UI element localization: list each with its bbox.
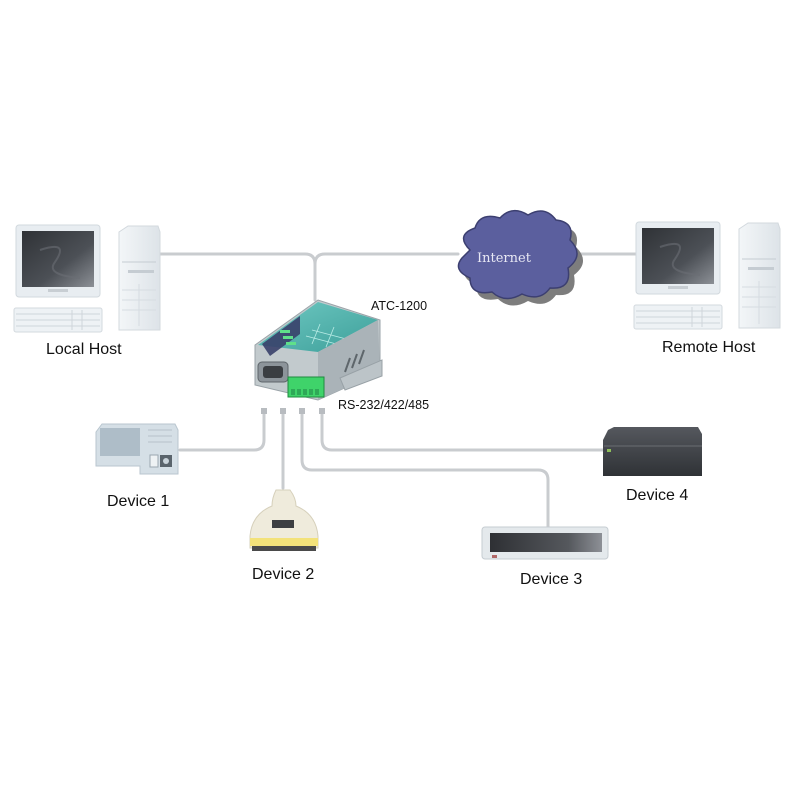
local-host-label: Local Host [46,341,122,358]
cable-device-3 [300,410,550,529]
cable-internet [313,252,460,266]
device-4-label: Device 4 [626,487,689,504]
remote-host-icon [633,221,781,330]
device-3-label: Device 3 [520,571,583,588]
cable-local-host [158,252,317,302]
device-2-label: Device 2 [252,566,315,583]
converter-atc1200-icon [254,299,383,401]
converter-model-label: ATC-1200 [371,299,428,313]
device-3-icon [481,526,609,560]
converter-interface-label: RS-232/422/485 [338,398,430,412]
cable-device-1 [178,410,266,452]
device-1-label: Device 1 [107,493,170,510]
device-2-icon [249,489,319,551]
device-4-icon [603,427,702,476]
internet-cloud-icon [457,209,584,306]
local-host-icon [13,224,161,333]
cables [158,252,640,529]
port-connectors [261,408,325,414]
remote-host-label: Remote Host [662,339,756,356]
cable-device-4 [320,410,608,452]
device-1-icon [95,423,179,475]
internet-label: Internet [477,251,531,266]
